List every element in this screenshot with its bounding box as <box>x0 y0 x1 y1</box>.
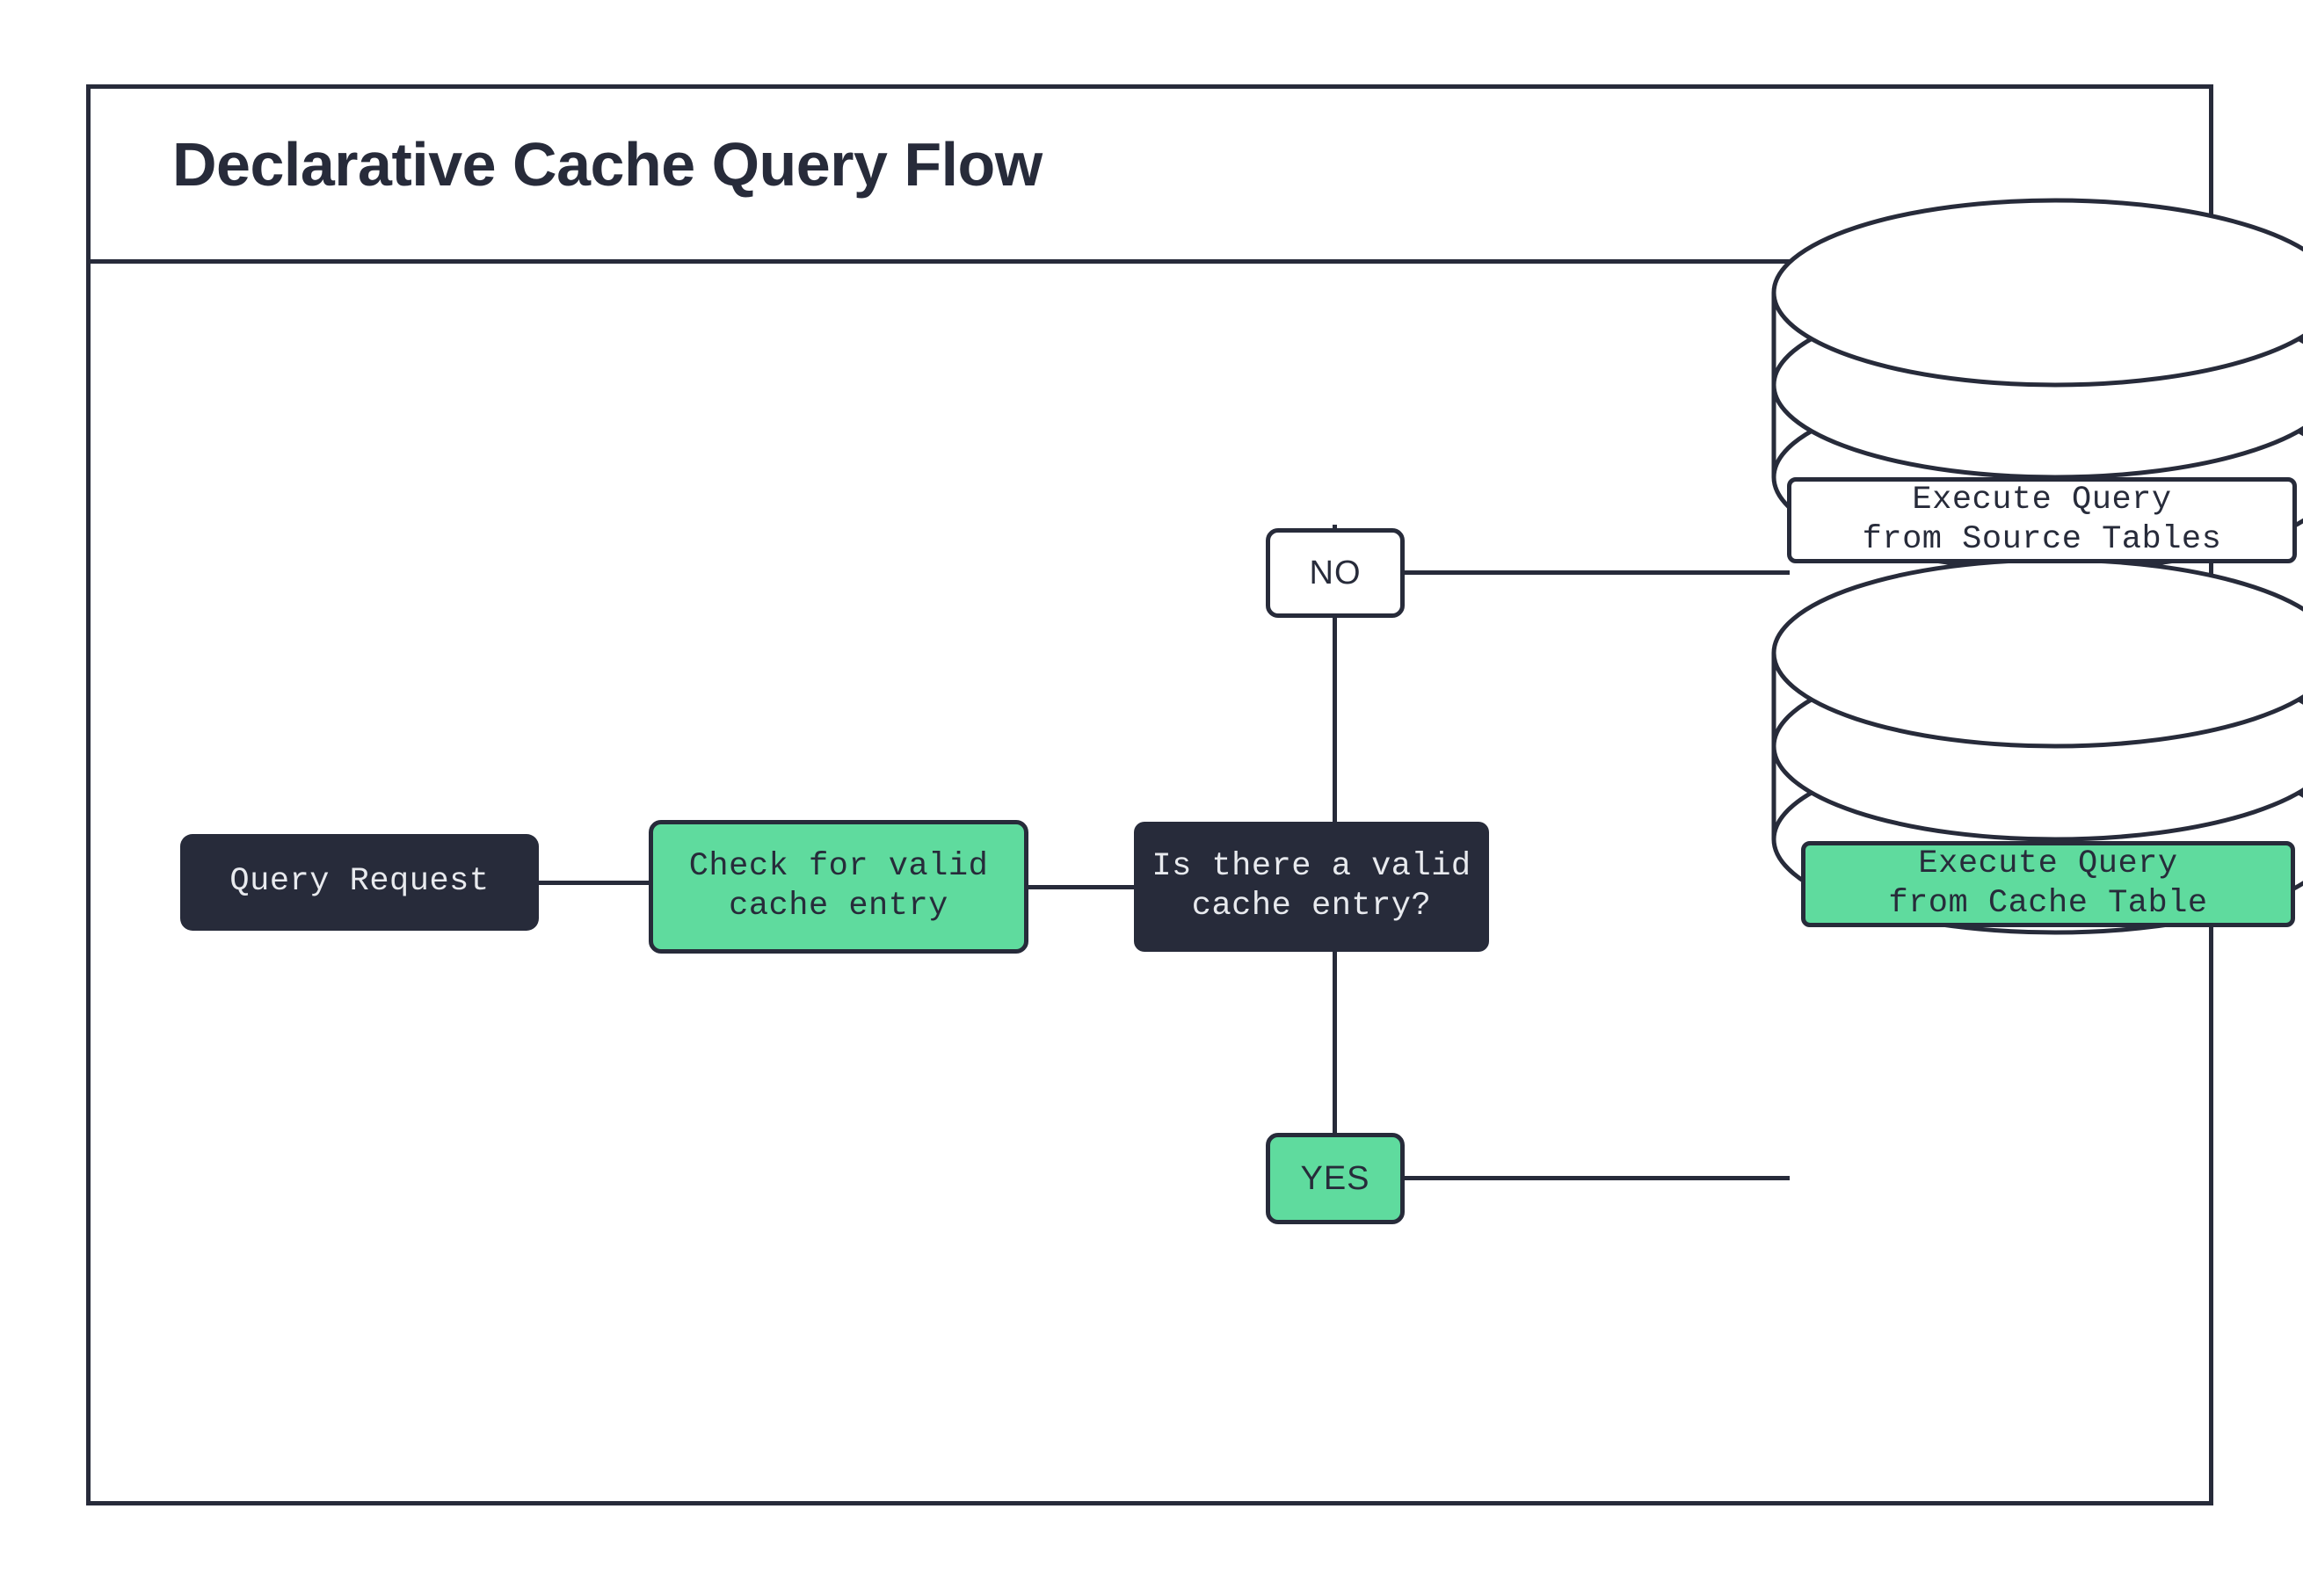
flow-canvas: Query Request Check for valid cache entr… <box>91 89 2303 1501</box>
branch-label-no[interactable]: NO <box>1266 528 1405 618</box>
diagram-frame: Declarative Cache Query Flow <box>86 84 2303 1505</box>
edge-check-cache-to-decision <box>1024 885 1138 889</box>
page-title: Declarative Cache Query Flow <box>172 130 1043 199</box>
edge-no-to-source-database <box>1400 570 1790 575</box>
node-execute-query-from-source-tables[interactable]: Execute Query from Source Tables <box>1787 477 2297 563</box>
edge-decision-to-no <box>1333 525 1337 825</box>
node-decision-valid-cache-entry[interactable]: Is there a valid cache entry? <box>1134 822 1489 952</box>
node-execute-query-from-cache-table[interactable]: Execute Query from Cache Table <box>1801 841 2295 927</box>
branch-label-yes[interactable]: YES <box>1266 1133 1405 1224</box>
edge-yes-to-cache-database <box>1400 1176 1790 1180</box>
node-query-request[interactable]: Query Request <box>180 834 539 931</box>
edge-decision-to-yes <box>1333 948 1337 1136</box>
edge-query-request-to-check-cache <box>537 881 653 885</box>
diagram-header: Declarative Cache Query Flow <box>91 89 2209 264</box>
node-check-for-valid-cache-entry[interactable]: Check for valid cache entry <box>649 820 1028 954</box>
